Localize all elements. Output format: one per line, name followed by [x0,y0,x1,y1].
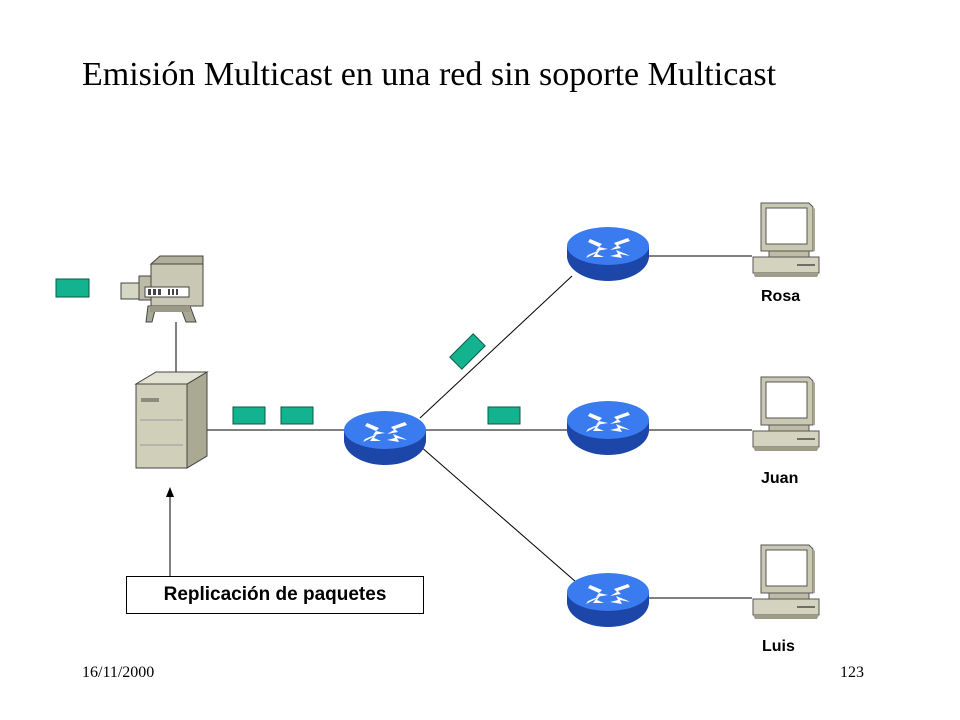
computer-icon-luis [752,544,820,620]
host-label-luis: Luis [762,638,795,655]
packet-icon-2 [280,406,314,425]
router-icon-middle [567,401,649,455]
network-links [169,255,752,599]
computer-icon-juan [752,376,820,452]
host-label-juan: Juan [761,470,799,487]
packet-icon-middle [487,406,521,425]
video-camera-icon [120,255,204,323]
packet-replication-callout: Replicación de paquetes [126,576,424,614]
router-icon-bottom [567,573,649,627]
router-icon-central [344,411,426,465]
packet-icon-1 [232,406,266,425]
page-number: 123 [840,664,864,681]
packet-icon-top [449,333,486,370]
router-link-bottom [419,445,577,583]
router-link-top [419,275,573,419]
router-icon-top [567,227,649,281]
packet-icon-camera [55,278,90,298]
arrowhead-icon [166,487,174,497]
slide-title: Emisión Multicast en una red sin soporte… [82,56,777,93]
footer-date: 16/11/2000 [82,664,155,681]
computer-icon-rosa [752,202,820,278]
host-label-rosa: Rosa [761,288,801,305]
server-icon [134,371,209,469]
